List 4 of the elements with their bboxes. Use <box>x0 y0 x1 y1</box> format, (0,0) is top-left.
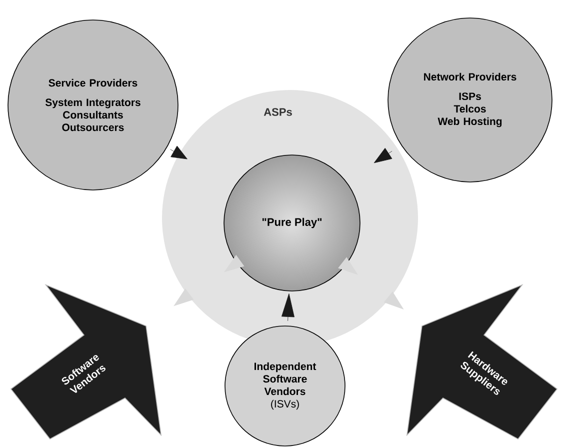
pure-play-sphere: "Pure Play" <box>224 154 360 292</box>
arrowhead <box>282 294 294 322</box>
arrowhead <box>170 146 188 160</box>
arrowhead <box>374 148 392 164</box>
